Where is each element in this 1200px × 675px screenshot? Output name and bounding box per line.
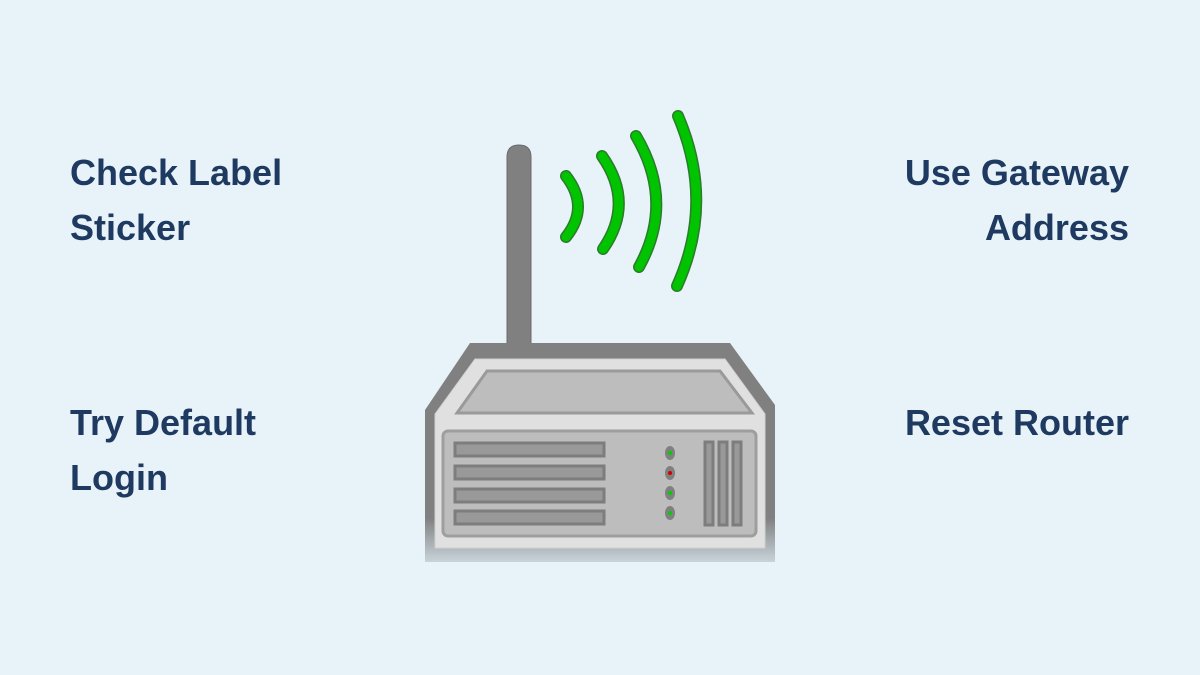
wifi-signal-icon <box>560 110 703 292</box>
label-line: Address <box>984 207 1129 248</box>
port-slots <box>453 441 606 526</box>
label-line: Use Gateway <box>904 152 1129 193</box>
label-line: Reset Router <box>904 402 1129 443</box>
router-top-panel <box>454 369 756 415</box>
vent-bars <box>703 440 743 527</box>
label-check-label-sticker: Check Label Sticker <box>70 145 282 255</box>
antenna-icon <box>506 144 532 346</box>
label-line: Login <box>70 457 168 498</box>
label-line: Try Default <box>70 402 257 443</box>
label-reset-router: Reset Router <box>905 395 1129 450</box>
label-use-gateway-address: Use Gateway Address <box>905 145 1129 255</box>
label-line: Check Label <box>70 152 283 193</box>
label-try-default-login: Try Default Login <box>70 395 256 505</box>
label-line: Sticker <box>70 207 191 248</box>
status-leds <box>665 446 675 520</box>
